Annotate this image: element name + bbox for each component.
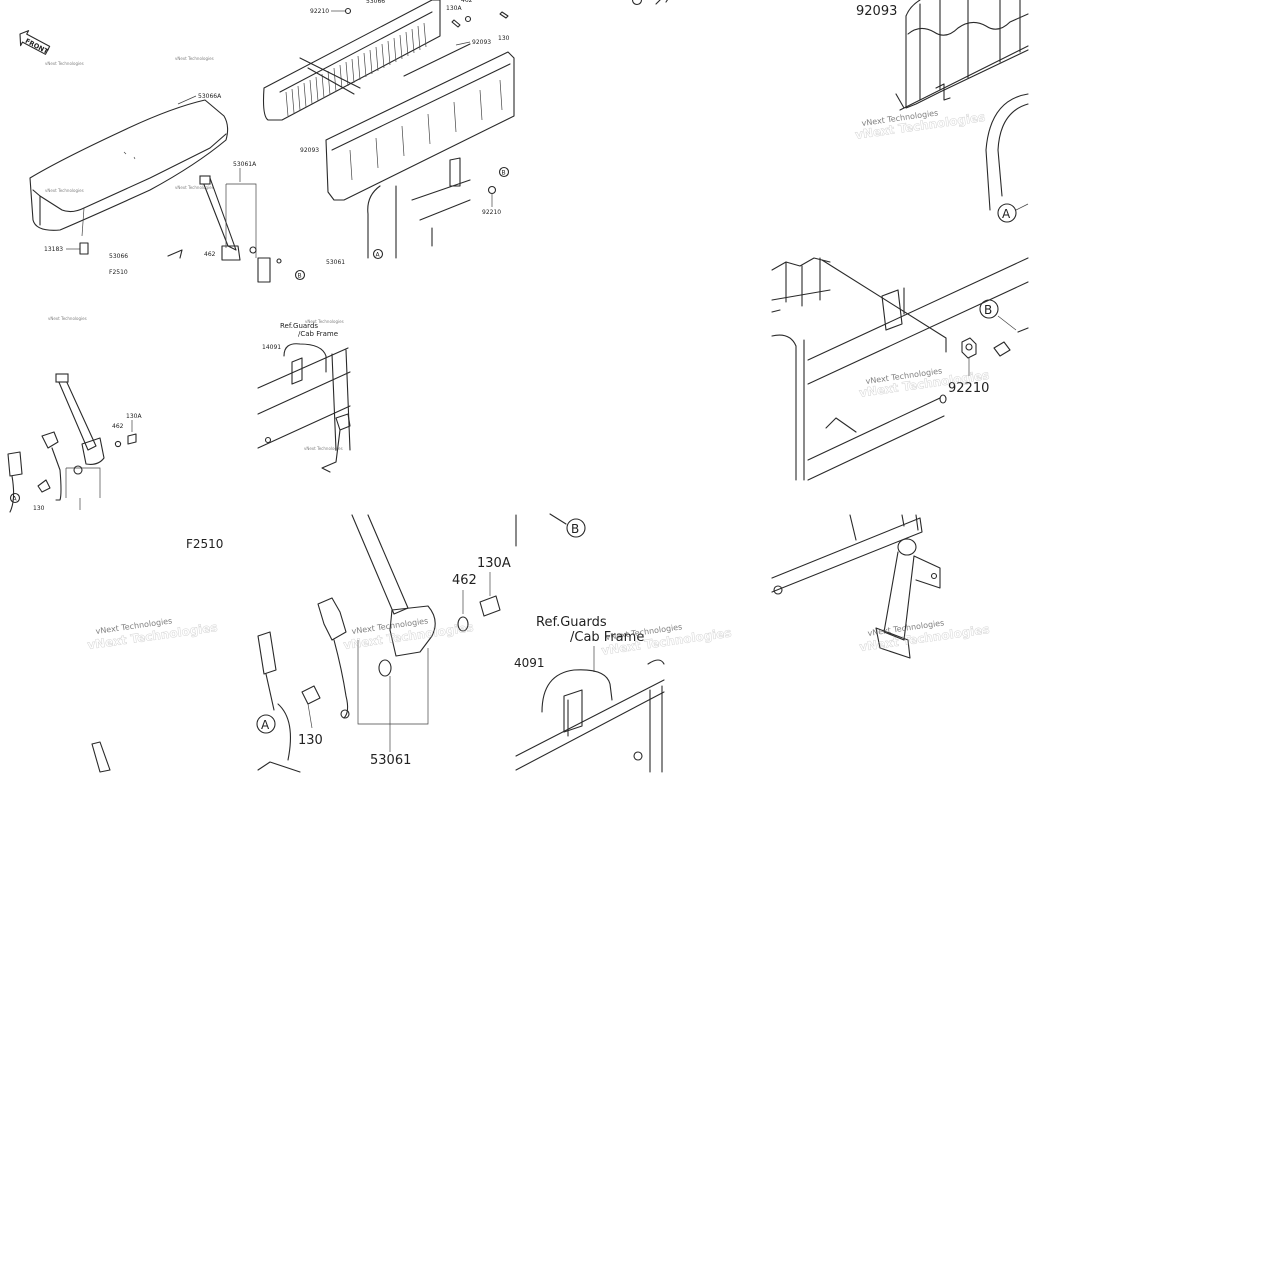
label-92210-top: 92210 [310,8,329,15]
callout-b-zoom-guards: B [571,522,579,536]
watermark-5: vNext Technologies [48,316,87,321]
watermark-4: vNext Technologies [175,185,214,190]
zoom-panel-bracket: vNext Technologies vNext Technologies [771,514,991,659]
label-130a-overview: 130A [446,5,462,12]
watermark-7: vNext Technologies [304,446,343,451]
callout-b-zoom: B [984,303,992,317]
callout-a-zoom: A [1002,207,1011,221]
ref-cab-frame-label: /Cab Frame [570,630,644,645]
zoom-panel-nut-detail: 92210 B vNext Technologies vNext Technol… [771,257,1029,481]
label-130-zoom: 130 [298,733,323,748]
label-462-belt: 462 [112,423,124,430]
figure-code-overview: F2510 [109,269,128,276]
zoom-panel-guards: B Ref.Guards /Cab Frame 4091 vNext Techn… [514,513,733,773]
callout-b-overview: B [298,273,302,280]
label-92093-overview: 92093 [300,147,319,154]
belt-detail-view: vNext Technologies 130 A 462 130A [7,316,142,513]
seat-cushion: 53066A [29,93,229,237]
callout-a-overview: A [376,252,381,259]
label-53061-zoom: 53061 [370,753,411,768]
label-92093-zoom: 92093 [856,4,897,19]
label-92093-top: 92093 [472,39,491,46]
figure-code-zoom: F2510 [186,537,223,551]
front-arrow-icon: FRONT [19,30,51,56]
zoom-panel-figure-code: F2510 vNext Technologies vNext Technolog… [86,537,223,773]
callout-a-belt: A [13,496,18,503]
ref-cab-frame-label-small: /Cab Frame [298,330,338,338]
label-14091-small: 14091 [262,344,281,351]
label-130-belt: 130 [33,505,45,512]
label-130a-belt: 130A [126,413,142,420]
label-53066-lower: 53066 [109,253,128,260]
back-guard-panel: 92093 92093 130A 462 130 92210 B A [299,0,668,260]
label-130a-zoom: 130A [477,556,511,571]
label-14091-zoom: 4091 [514,656,545,670]
zoom-panel-back-guard: 92093 A vNext Technologies vNext Technol… [854,0,1029,223]
watermark-2: vNext Technologies [175,56,214,61]
label-92210-overview: 92210 [482,209,501,216]
overview-exploded-view: FRONT 53066A 53061A 462 B 53061 [19,0,668,283]
watermark-6: vNext Technologies [305,319,344,324]
label-92210-zoom: 92210 [948,381,989,396]
label-13183: 13183 [44,246,63,253]
label-462-zoom: 462 [452,573,477,588]
label-462-top: 462 [461,0,473,4]
ref-guards-label-small: Ref.Guards [280,322,318,330]
label-53066a: 53066A [198,93,222,100]
guards-detail-view: vNext Technologies Ref.Guards /Cab Frame… [257,319,351,473]
seat-belt-assembly: 53061A 462 B 53061 [199,161,345,283]
label-53066-top: 53066 [366,0,385,5]
label-53061a: 53061A [233,161,257,168]
label-130-overview: 130 [498,35,510,42]
callout-b-top: B [502,170,506,177]
label-462-overview: 462 [204,251,216,258]
watermark-3: vNext Technologies [45,188,84,193]
zoom-panel-belt: 53061 130 A 462 130A vNext Technologies … [256,514,511,773]
label-53061-overview: 53061 [326,259,345,266]
backrest-panel: 53066 92210 [262,0,441,121]
watermark-1: vNext Technologies [45,61,84,66]
ref-guards-label: Ref.Guards [536,615,607,630]
callout-a-zoom-belt: A [261,718,270,732]
